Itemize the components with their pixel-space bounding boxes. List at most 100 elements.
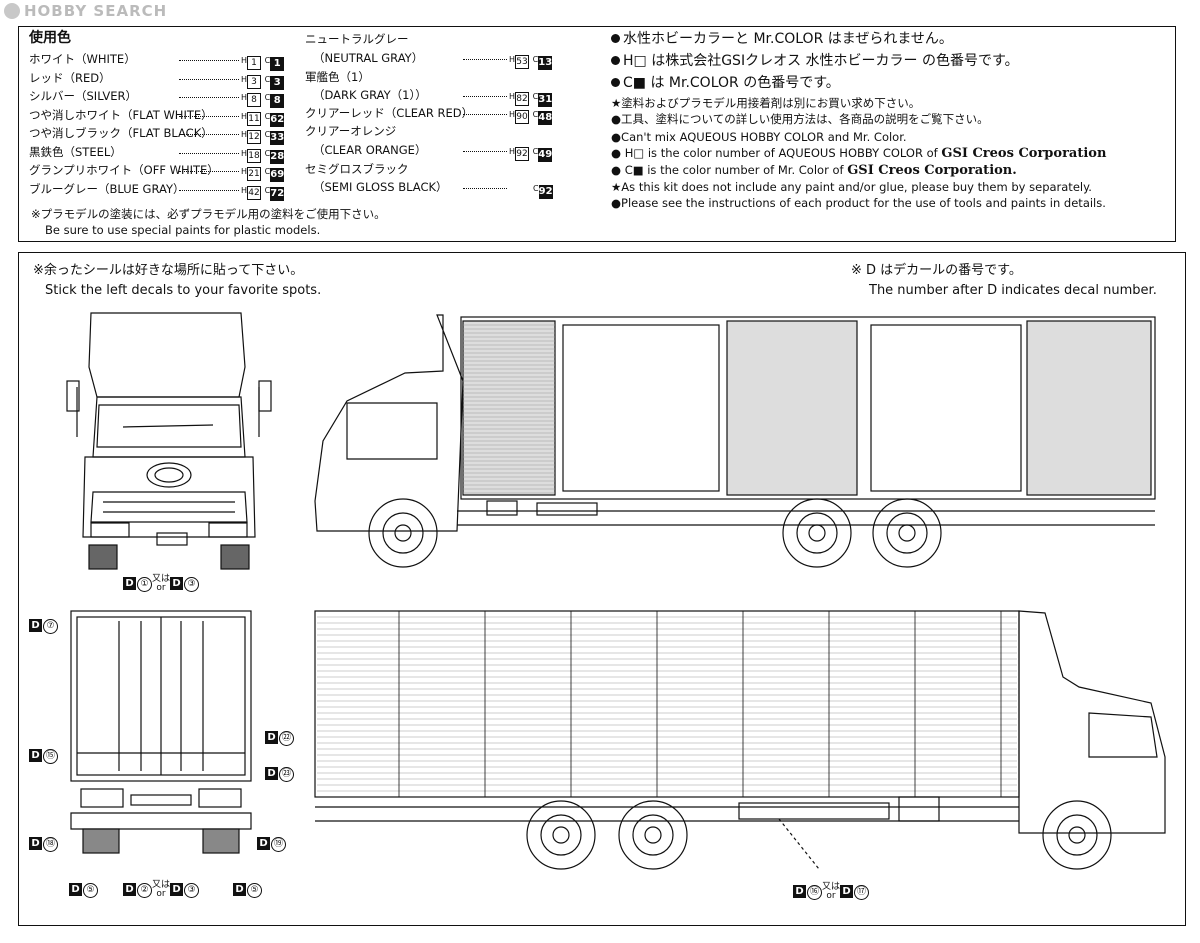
paint-name: ホワイト（WHITE） <box>29 52 136 66</box>
info-en-2: ● H□ is the color number of AQUEOUS HOBB… <box>611 146 1107 161</box>
paint-row-right-2: クリアーレッド（CLEAR RED） <box>305 105 473 121</box>
h-code: 42 <box>247 185 262 200</box>
h-code: 1 <box>247 56 262 70</box>
c-code: 28 <box>270 149 285 164</box>
paint-row-right-4: セミグロスブラック <box>305 161 409 177</box>
watermark: HOBBY SEARCH <box>4 2 167 20</box>
leader-dots <box>463 51 507 67</box>
paint-row-right-0: ニュートラルグレー <box>305 31 409 47</box>
paint-note-en: Be sure to use special paints for plasti… <box>45 223 321 237</box>
h-code: 53 <box>515 55 530 69</box>
paint-title: 使用色 <box>29 30 71 46</box>
c-code: 31 <box>538 93 553 107</box>
leader-dots <box>179 108 239 124</box>
paint-codes-right-3: H92 C49 <box>509 147 553 162</box>
leader-dots <box>179 52 239 68</box>
leader-dots <box>463 143 507 159</box>
paint-row-left-3: つや消しホワイト（FLAT WHITE） <box>29 107 213 123</box>
leader-dots <box>463 106 507 122</box>
leader-dots <box>179 71 239 87</box>
paint-row-left-4: つや消しブラック（FLAT BLACK） <box>29 125 213 141</box>
paint-name: クリアーレッド（CLEAR RED） <box>305 106 474 120</box>
paint-name: シルバー（SILVER） <box>29 89 137 103</box>
h-code: 11 <box>247 111 262 126</box>
bullet-icon <box>611 56 620 65</box>
decal-note-left-en: Stick the left decals to your favorite s… <box>45 283 322 298</box>
paint-note-jp: ※プラモデルの塗装には、必ずプラモデル用の塗料をご使用下さい。 <box>31 207 386 221</box>
info-jp-1: 水性ホビーカラーと Mr.COLOR はまぜられません。 <box>611 31 953 47</box>
paint-row-right-3: クリアーオレンジ <box>305 123 396 139</box>
paint-name: つや消しホワイト（FLAT WHITE） <box>29 107 213 122</box>
truck-side-view-bottom <box>314 610 1166 870</box>
truck-side-view-top <box>314 314 1156 568</box>
info-en-4: ★As this kit does not include any paint … <box>611 180 1092 194</box>
paint-sub-4: （SEMI GLOSS BLACK） <box>313 180 448 194</box>
c-code: 48 <box>538 111 553 125</box>
paint-name: クリアーオレンジ <box>305 124 397 138</box>
paint-codes-left-4: H12 C33 <box>241 130 285 145</box>
leader-dots <box>463 180 507 196</box>
truck-front-view <box>66 312 272 570</box>
c-code: 92 <box>538 185 553 199</box>
paint-name: セミグロスブラック <box>305 162 409 176</box>
paint-name: つや消しブラック（FLAT BLACK） <box>29 126 213 140</box>
c-code: 69 <box>270 168 285 182</box>
paint-name: 軍艦色（1） <box>305 70 370 84</box>
c-code: 3 <box>270 75 285 90</box>
paint-name: ニュートラルグレー <box>305 32 409 46</box>
c-code: 33 <box>270 131 285 145</box>
info-star-jp-1: ★塗料およびプラモデル用接着剤は別にお買い求め下さい。 <box>611 96 921 110</box>
decal-note-left-jp: ※余ったシールは好きな場所に貼って下さい。 <box>33 263 304 278</box>
info-jp-3: C■ は Mr.COLOR の色番号です。 <box>611 75 840 91</box>
paint-codes-left-3: H11 C62 <box>241 111 285 127</box>
c-code: 8 <box>270 94 285 108</box>
paint-sub-0: （NEUTRAL GRAY） <box>313 51 424 65</box>
h-code: 8 <box>247 93 262 107</box>
paint-row-left-0: ホワイト（WHITE） <box>29 51 136 67</box>
watermark-text: HOBBY SEARCH <box>24 2 168 20</box>
paint-row-left-2: シルバー（SILVER） <box>29 88 137 104</box>
paint-sub-3: （CLEAR ORANGE） <box>313 143 427 157</box>
bullet-icon <box>611 34 620 43</box>
h-code: 90 <box>515 110 530 124</box>
watermark-logo-icon <box>4 3 20 19</box>
decal-note-right-en: The number after D indicates decal numbe… <box>869 283 1157 298</box>
leader-dots <box>179 126 239 142</box>
paint-row-left-1: レッド（RED） <box>29 70 111 86</box>
info-jp-2: H□ は株式会社GSIクレオス 水性ホビーカラー の色番号です。 <box>611 53 1019 69</box>
h-code: 82 <box>515 92 530 106</box>
paint-codes-left-7: H42 C72 <box>241 185 285 201</box>
leader-dots <box>179 163 239 179</box>
info-en-1: ●Can't mix AQUEOUS HOBBY COLOR and Mr. C… <box>611 130 907 144</box>
h-code: 18 <box>247 148 262 163</box>
paint-codes-right-2: H90 C48 <box>509 110 553 125</box>
h-code: 92 <box>515 147 530 161</box>
paint-name: グランプリホワイト（OFF WHITE） <box>29 163 219 177</box>
paint-codes-left-5: H18 C28 <box>241 148 285 164</box>
info-star-jp-2: ●工具、塗料についての詳しい使用方法は、各商品の説明をご覧下さい。 <box>611 112 989 126</box>
decal-placement-panel: ※余ったシールは好きな場所に貼って下さい。 Stick the left dec… <box>18 252 1186 926</box>
c-code: 1 <box>270 57 285 71</box>
h-code: 3 <box>247 74 262 89</box>
info-en-3: ● C■ is the color number of Mr. Color of… <box>611 163 1017 178</box>
c-code: 13 <box>538 56 553 70</box>
info-en-5: ●Please see the instructions of each pro… <box>611 196 1106 210</box>
paint-name: ブルーグレー（BLUE GRAY） <box>29 181 185 196</box>
decal-note-right-jp: ※ D はデカールの番号です。 <box>851 263 1022 278</box>
paint-codes-right-1: H82 C31 <box>509 92 553 107</box>
paint-name: 黒鉄色（STEEL） <box>29 144 122 159</box>
